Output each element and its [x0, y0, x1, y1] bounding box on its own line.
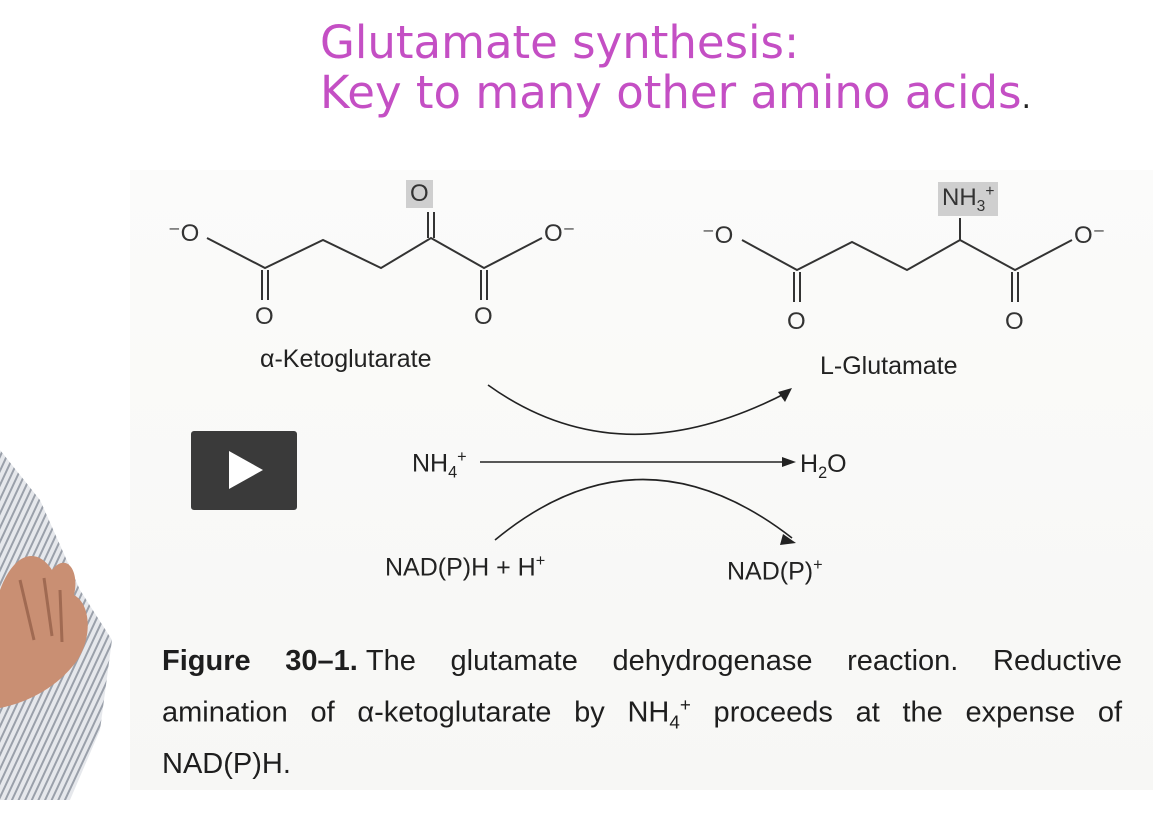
title-line-2: Key to many other amino acids. — [320, 68, 1031, 124]
nadph-text: NAD(P)H + H — [385, 553, 536, 582]
glutamate-carboxylate-right: O⁻ — [1074, 222, 1106, 249]
glutamate-nh3-subscript: 3 — [976, 197, 986, 215]
slide-title: Glutamate synthesis: Key to many other a… — [320, 18, 1031, 124]
nadph-proton-charge: + — [535, 552, 546, 570]
ketoglutarate-oxygen-bottom-left: O — [255, 303, 274, 330]
arrow-ketoglutarate-to-glutamate — [487, 384, 789, 436]
caption-text-part2: proceeds at the expense of NAD(P)H. — [162, 696, 1123, 781]
glutamate-oxygen-bottom-right: O — [1005, 308, 1024, 335]
figure-caption: Figure 30–1.The glutamate dehydrogenase … — [162, 640, 1122, 786]
water-subscript: 2 — [818, 464, 828, 482]
ketoglutarate-oxygen-bottom-right: O — [474, 303, 493, 330]
water-label: H2O — [800, 450, 847, 483]
glutamate-nh3-charge: + — [985, 183, 995, 200]
title-line-2-text: Key to many other amino acids — [320, 66, 1022, 119]
presenter-image — [0, 450, 112, 800]
arrowheads — [778, 388, 796, 545]
arrowhead-nadp — [780, 534, 796, 545]
glutamate-amino-group: NH3+ — [938, 182, 999, 217]
glutamate-label: L-Glutamate — [820, 352, 958, 380]
title-period: . — [1021, 81, 1032, 116]
ketoglutarate-label: α-Ketoglutarate — [260, 345, 432, 373]
nadp-charge: + — [813, 556, 823, 574]
ketoglutarate-carboxylate-right: O⁻ — [544, 220, 576, 247]
ketoglutarate-carboxylate-left: ⁻O — [168, 220, 200, 247]
glutamate-oxygen-bottom-left: O — [787, 308, 806, 335]
glutamate-skeleton — [741, 218, 1073, 302]
figure-number: Figure 30–1. — [162, 645, 358, 677]
arrowhead-h2o — [782, 457, 796, 467]
ketoglutarate-ketone-oxygen: O — [406, 180, 433, 208]
nadph-label: NAD(P)H + H+ — [385, 552, 545, 582]
water-o: O — [827, 450, 847, 478]
caption-subscript: 4 — [669, 711, 680, 733]
reaction-arrows — [480, 384, 793, 541]
ammonium-charge: + — [457, 448, 467, 466]
ammonium-subscript: 4 — [448, 463, 458, 482]
title-line-1: Glutamate synthesis: — [320, 16, 800, 69]
arrowhead-glutamate — [778, 388, 792, 402]
nadp-text: NAD(P) — [727, 557, 814, 586]
video-play-button[interactable] — [191, 431, 297, 510]
ketoglutarate-skeleton — [206, 212, 543, 300]
nadp-label: NAD(P)+ — [727, 556, 823, 586]
caption-text-part1: The glutamate dehydrogenase reaction. Re… — [162, 645, 1122, 729]
caption-superscript: + — [679, 694, 691, 715]
ammonium-nh: NH — [412, 449, 449, 478]
arrow-nadph-to-nadp — [494, 478, 793, 541]
ammonium-label: NH4+ — [412, 448, 467, 482]
play-icon[interactable] — [229, 451, 263, 489]
water-h: H — [800, 450, 819, 478]
glutamate-nh: NH — [942, 184, 977, 211]
glutamate-carboxylate-left: ⁻O — [702, 222, 734, 249]
